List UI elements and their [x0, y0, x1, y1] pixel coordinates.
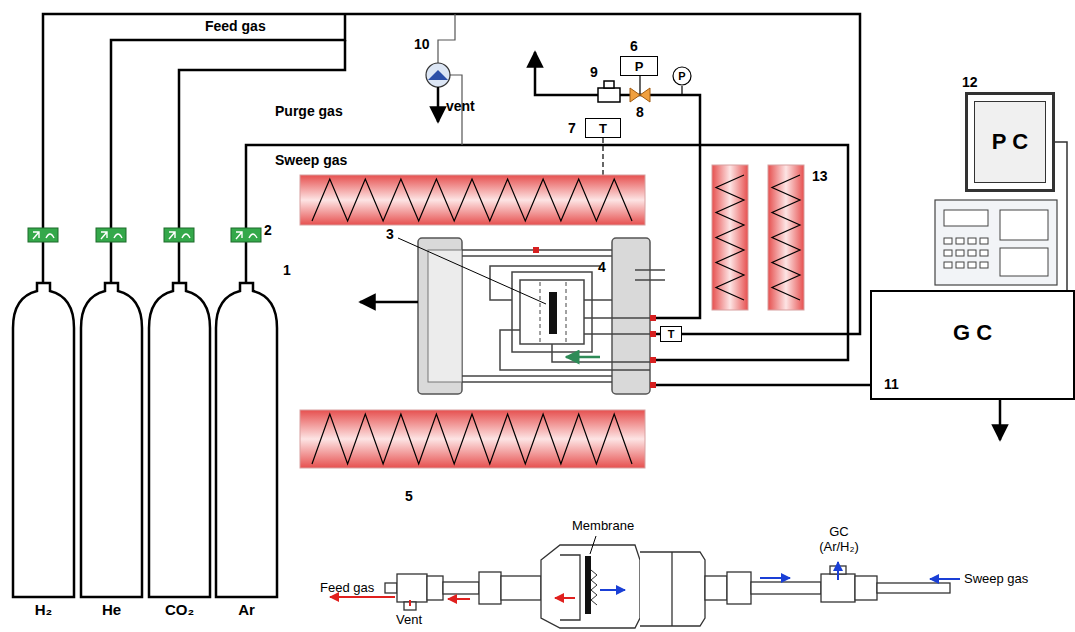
signal-cable	[1055, 142, 1067, 290]
temperature-box: T	[660, 326, 682, 342]
callout-number: 2	[264, 222, 272, 238]
line-label: Feed gas	[205, 18, 266, 34]
node-text: H₂	[12, 601, 75, 618]
pressure-box: P	[620, 56, 658, 76]
callout-number: 13	[812, 168, 828, 184]
node-text: T	[661, 329, 681, 340]
node-text: He	[80, 601, 143, 618]
cylinder-outline	[148, 283, 211, 598]
pressure-gauge: P	[672, 66, 692, 86]
port-label: GC (Ar/H₂)	[808, 524, 870, 554]
pc-monitor: P C	[965, 92, 1055, 192]
thermocouple-box: T	[585, 118, 621, 138]
callout-number: 4	[598, 259, 606, 275]
callout-number: 3	[386, 226, 394, 242]
callout-number: 5	[405, 488, 413, 504]
node-text: P	[672, 71, 692, 82]
callout-number: 10	[414, 36, 430, 52]
line-label: Sweep gas	[964, 571, 1028, 586]
callout-number: 1	[283, 262, 291, 278]
vent-label: Vent	[396, 612, 422, 627]
gas-cylinder: CO₂	[148, 283, 211, 623]
gas-cylinder: Ar	[215, 283, 278, 623]
node-text: P C	[968, 131, 1052, 153]
callout-number: 6	[630, 38, 638, 54]
callout-number: 12	[962, 74, 978, 90]
line-label: Feed gas	[320, 580, 374, 595]
gas-cylinder: H₂	[12, 283, 75, 623]
cylinder-outline	[80, 283, 143, 598]
cylinder-outline	[215, 283, 278, 598]
callout-number: 9	[590, 64, 598, 80]
line-label: Purge gas	[275, 103, 343, 119]
callout-number: 11	[884, 376, 899, 392]
cylinder-outline	[12, 283, 75, 598]
node-text: T	[586, 122, 620, 135]
gas-chromatograph: G C	[870, 290, 1075, 400]
node-text: G C	[872, 320, 1073, 346]
vent-label: vent	[446, 98, 475, 114]
node-text: Ar	[215, 601, 278, 618]
node-text: P	[621, 60, 657, 73]
line-label: Sweep gas	[275, 152, 347, 168]
callout-number: 8	[636, 104, 644, 120]
gas-cylinder: He	[80, 283, 143, 623]
node-text: CO₂	[148, 601, 211, 618]
part-label: Membrane	[572, 518, 634, 533]
callout-number: 7	[568, 120, 576, 136]
